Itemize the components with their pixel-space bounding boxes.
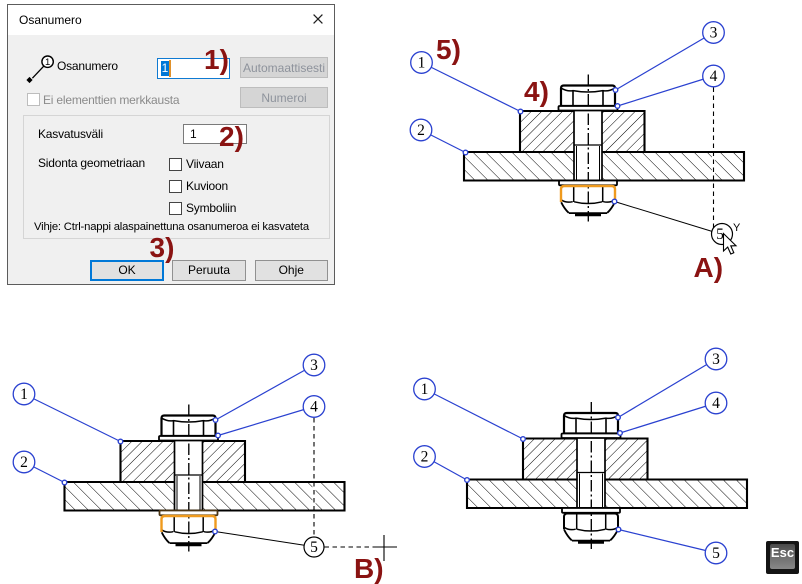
svg-text:5: 5 bbox=[712, 545, 720, 562]
svg-text:1: 1 bbox=[20, 386, 28, 403]
svg-text:Y: Y bbox=[733, 222, 741, 234]
svg-text:4: 4 bbox=[710, 68, 718, 85]
svg-text:4: 4 bbox=[310, 399, 318, 416]
svg-text:3: 3 bbox=[310, 357, 318, 374]
svg-text:3: 3 bbox=[710, 25, 718, 42]
svg-text:4: 4 bbox=[712, 395, 720, 412]
svg-text:3: 3 bbox=[712, 351, 720, 368]
svg-text:1: 1 bbox=[45, 57, 50, 68]
svg-text:5: 5 bbox=[310, 539, 318, 556]
svg-text:1: 1 bbox=[418, 55, 426, 72]
svg-text:2: 2 bbox=[421, 449, 429, 466]
svg-text:2: 2 bbox=[417, 122, 425, 139]
svg-text:2: 2 bbox=[20, 454, 28, 471]
svg-text:1: 1 bbox=[421, 381, 429, 398]
svg-text:5: 5 bbox=[716, 226, 724, 243]
